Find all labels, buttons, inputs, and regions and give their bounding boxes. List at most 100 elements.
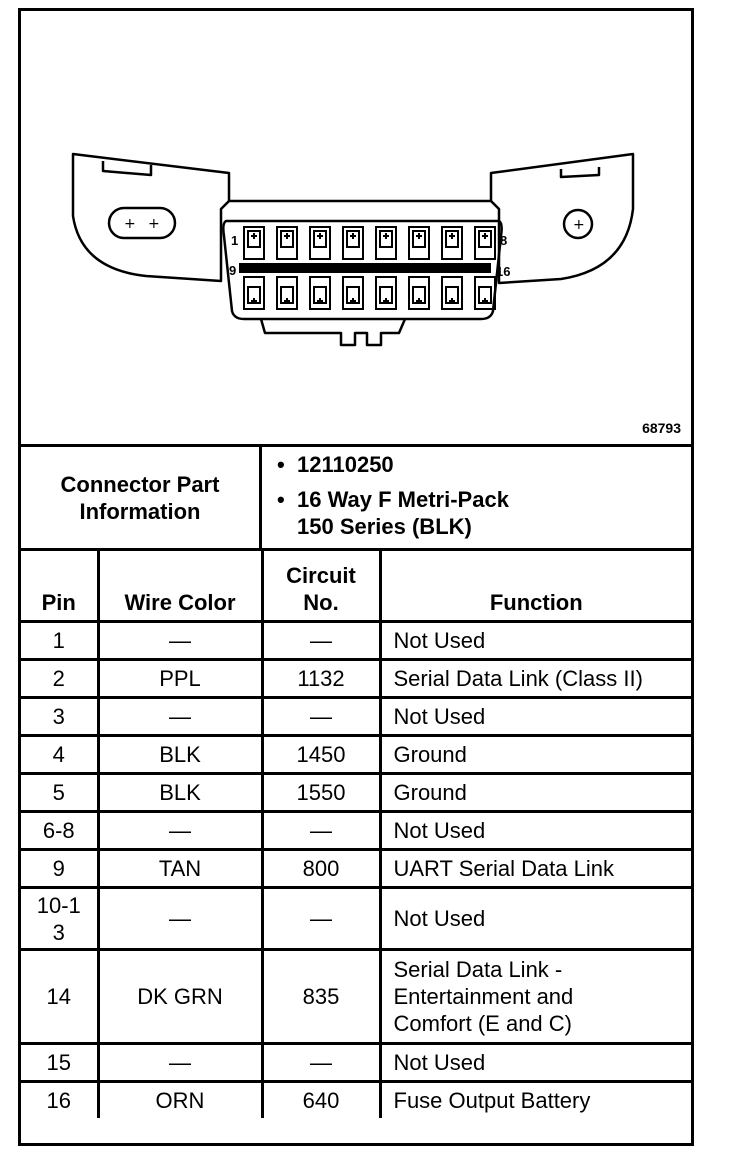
cell-pin: 10-13	[21, 886, 100, 951]
pin-terminal	[346, 230, 360, 248]
header-function: Function	[378, 550, 691, 623]
cell-circuit: —	[260, 886, 382, 951]
header-wire-color: Wire Color	[96, 550, 264, 623]
pin-terminal	[379, 230, 393, 248]
function-line: Not Used	[393, 906, 486, 931]
header-circuit-line1: Circuit	[286, 563, 356, 588]
header-pin: Pin	[21, 550, 100, 623]
cell-function: Not Used	[378, 886, 691, 951]
svg-text:+: +	[124, 216, 136, 232]
pin-label-1: 1	[231, 233, 238, 248]
pin-terminal-mark	[383, 298, 389, 304]
cell-wire-color: PPL	[96, 658, 264, 699]
pin-terminal-mark	[317, 233, 323, 239]
table-row: 6-8——Not Used	[21, 810, 691, 851]
cell-wire-color: ORN	[96, 1080, 264, 1118]
pin-terminal	[313, 230, 327, 248]
pin-terminal	[247, 230, 261, 248]
cell-wire-color: —	[96, 1042, 264, 1083]
cell-wire-color: DK GRN	[96, 948, 264, 1045]
pin-terminal-mark	[350, 233, 356, 239]
table-row: 1——Not Used	[21, 620, 691, 661]
cell-function: Not Used	[378, 810, 691, 851]
pin-terminal-mark	[449, 298, 455, 304]
pin-cavity	[474, 226, 496, 260]
cell-circuit: —	[260, 810, 382, 851]
cell-wire-color: BLK	[96, 772, 264, 813]
svg-text:+: +	[573, 217, 585, 233]
cell-pin: 6-8	[21, 810, 100, 851]
cell-circuit: 800	[260, 848, 382, 889]
pin-terminal-mark	[284, 298, 290, 304]
pin-cavity	[276, 226, 298, 260]
cell-circuit: 640	[260, 1080, 382, 1118]
cell-circuit: —	[260, 1042, 382, 1083]
function-line: Not Used	[393, 818, 486, 843]
cell-wire-color: —	[96, 696, 264, 737]
pin-terminal-mark	[350, 298, 356, 304]
cell-pin: 4	[21, 734, 100, 775]
connector-info-item: • 16 Way F Metri-Pack 150 Series (BLK)	[269, 486, 689, 540]
pin-terminal-mark	[416, 298, 422, 304]
connector-series: 150 Series (BLK)	[297, 514, 472, 539]
cell-circuit: 835	[260, 948, 382, 1045]
connector-part-info: Connector Part Information • 12110250 • …	[21, 447, 691, 551]
function-line: Not Used	[393, 704, 486, 729]
header-circuit: Circuit No.	[260, 550, 382, 623]
function-line: Not Used	[393, 1050, 486, 1075]
pin-terminal-mark	[482, 298, 488, 304]
connector-body	[222, 219, 503, 321]
function-line: Fuse Output Battery	[393, 1088, 591, 1113]
pin-terminal	[280, 230, 294, 248]
cell-wire-color: BLK	[96, 734, 264, 775]
cell-circuit: —	[260, 620, 382, 661]
cell-wire-color: —	[96, 886, 264, 951]
cell-pin: 2	[21, 658, 100, 699]
function-line: Serial Data Link (Class II)	[393, 666, 643, 691]
connector-drawing: + + + 1 8 9 16	[71, 152, 635, 347]
pin-terminal-mark	[383, 233, 389, 239]
pin-terminal-mark	[251, 233, 257, 239]
function-line: Ground	[393, 780, 467, 805]
pin-label-8: 8	[500, 233, 507, 248]
cell-circuit: 1132	[260, 658, 382, 699]
connector-figure: + + + 1 8 9 16 68793	[21, 11, 691, 447]
function-line: Serial Data Link -	[393, 957, 563, 982]
function-line: Not Used	[393, 628, 486, 653]
cell-circuit: —	[260, 696, 382, 737]
pin-cavity	[441, 226, 463, 260]
cell-function: UART Serial Data Link	[378, 848, 691, 889]
pin-table: Pin Wire Color Circuit No. Function 1——N…	[21, 550, 691, 1118]
svg-text:+: +	[148, 216, 160, 232]
connector-info-list: • 12110250 • 16 Way F Metri-Pack 150 Ser…	[269, 451, 689, 548]
cell-circuit: 1550	[260, 772, 382, 813]
pin-terminal-mark	[449, 233, 455, 239]
pin-terminal	[478, 230, 492, 248]
pin-terminal	[412, 230, 426, 248]
cell-function: Ground	[378, 772, 691, 813]
function-line: Entertainment and	[393, 984, 574, 1009]
pin-table-header: Pin Wire Color Circuit No. Function	[21, 550, 691, 623]
cell-wire-color: —	[96, 810, 264, 851]
pin-cavity	[276, 276, 298, 310]
cell-wire-color: TAN	[96, 848, 264, 889]
left-mount-hole	[107, 206, 177, 240]
cell-function: Serial Data Link (Class II)	[378, 658, 691, 699]
pin-terminal-mark	[317, 298, 323, 304]
pin-cavity	[309, 226, 331, 260]
cell-pin: 3	[21, 696, 100, 737]
pin-cavity	[474, 276, 496, 310]
pin-cavity	[441, 276, 463, 310]
cell-circuit: 1450	[260, 734, 382, 775]
connector-info-item: • 12110250	[269, 451, 689, 478]
function-line: UART Serial Data Link	[393, 856, 615, 881]
cell-pin: 14	[21, 948, 100, 1045]
cell-pin: 16	[21, 1080, 100, 1118]
pin-cavity	[375, 276, 397, 310]
cell-function: Not Used	[378, 696, 691, 737]
